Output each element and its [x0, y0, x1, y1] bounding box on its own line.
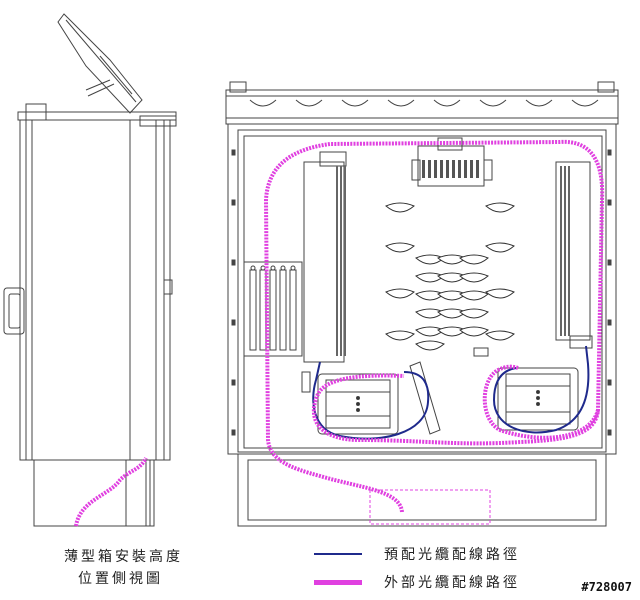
hinge-mark — [231, 429, 236, 436]
cable-hook — [385, 242, 415, 253]
side-view-caption-line1: 薄型箱安裝高度 — [64, 549, 183, 565]
cable-hook — [459, 308, 489, 319]
watermark-id: #728007 — [581, 580, 632, 594]
pre-route-paths — [312, 345, 590, 440]
cable-hook — [459, 254, 489, 265]
hinge-mark — [231, 149, 236, 156]
side-view — [3, 13, 177, 527]
cable-hook — [385, 288, 415, 299]
vent-slot — [479, 99, 507, 107]
side-view-caption: 薄型箱安裝高度 位置側視圖 — [64, 546, 183, 590]
splitter-port — [428, 160, 431, 178]
adapter-knob — [250, 265, 256, 271]
hinge-mark — [231, 199, 236, 206]
adapter-knob — [280, 265, 286, 271]
splitter-port — [452, 160, 455, 178]
legend-label-pre-route: 預配光纜配線路徑 — [384, 547, 520, 563]
cable-hooks — [385, 202, 515, 351]
legend-swatch-pre-route — [314, 553, 362, 555]
vent-slot — [525, 99, 553, 107]
splitter-port — [446, 160, 449, 178]
hinge-mark — [607, 319, 612, 326]
hinge-mark — [607, 199, 612, 206]
adapter-knob — [260, 265, 266, 271]
legend-item-external-route: 外部光纜配線路徑 — [314, 572, 520, 592]
side-body — [19, 119, 171, 461]
splice-tray-left — [317, 373, 399, 435]
small-clip — [473, 347, 489, 357]
cable-hook — [459, 272, 489, 283]
cable-hook — [459, 326, 489, 337]
splitter-port — [440, 160, 443, 178]
hinge-marks — [231, 149, 612, 436]
front-plinth — [237, 453, 607, 527]
splitter-port — [458, 160, 461, 178]
front-view — [225, 81, 619, 527]
splitter-port — [470, 160, 473, 178]
splitter-port — [422, 160, 425, 178]
adapter-column — [259, 269, 267, 351]
adapter-column — [279, 269, 287, 351]
cable-hook — [459, 290, 489, 301]
adapter-column — [269, 269, 277, 351]
vent-slot — [249, 99, 277, 107]
side-external-route — [74, 456, 148, 527]
cable-hook — [485, 330, 515, 341]
side-view-caption-line2: 位置側視圖 — [78, 571, 163, 587]
cable-hook — [485, 288, 515, 299]
vent-slot — [571, 99, 599, 107]
cable-hook — [385, 202, 415, 213]
legend-swatch-external-route — [314, 579, 362, 585]
adapter-column — [289, 269, 297, 351]
top-splitter-module — [411, 137, 493, 187]
hinge-mark — [607, 149, 612, 156]
splitter-port — [464, 160, 467, 178]
hinge-mark — [607, 259, 612, 266]
adapter-knob — [270, 265, 276, 271]
left-adapter-strip — [243, 261, 303, 357]
splitter-port — [434, 160, 437, 178]
splitter-port — [476, 160, 479, 178]
vent-slot — [387, 99, 415, 107]
left-patch-rack — [301, 151, 347, 393]
side-handle — [3, 287, 25, 335]
front-top-cap — [225, 81, 619, 125]
cable-hook — [415, 340, 445, 351]
legend-label-external-route: 外部光纜配線路徑 — [384, 575, 520, 591]
open-lid — [57, 13, 143, 114]
mid-plate — [409, 361, 441, 435]
hinge-mark — [607, 429, 612, 436]
adapter-knob — [290, 265, 296, 271]
cable-hook — [385, 330, 415, 341]
side-plinth — [33, 459, 155, 527]
splice-tray-right — [497, 367, 579, 431]
vent-slot — [433, 99, 461, 107]
hinge-mark — [231, 379, 236, 386]
hinge-mark — [231, 259, 236, 266]
vent-slot — [295, 99, 323, 107]
right-patch-rack — [555, 161, 593, 349]
vent-slot — [341, 99, 369, 107]
legend-item-pre-route: 預配光纜配線路徑 — [314, 544, 520, 564]
hinge-mark — [607, 379, 612, 386]
adapter-column — [249, 269, 257, 351]
ventilation-slots — [249, 99, 599, 107]
cable-hook — [485, 242, 515, 253]
cable-hook — [485, 202, 515, 213]
hinge-mark — [231, 319, 236, 326]
external-route-paths — [263, 139, 605, 513]
